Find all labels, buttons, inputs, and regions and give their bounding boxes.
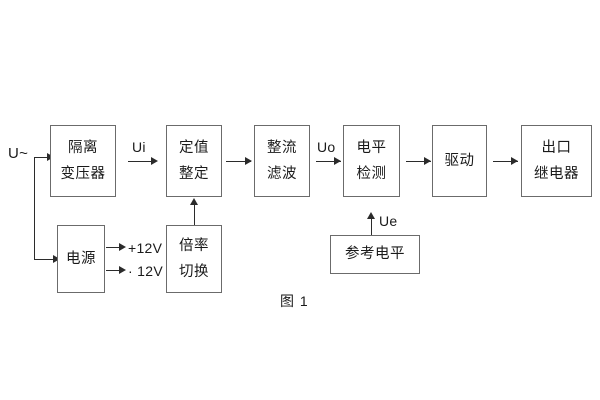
transformer-to-setting-arrow-icon (151, 156, 158, 165)
block-rectify-filter[interactable]: 整流 滤波 (254, 125, 310, 197)
signal-uo-label: Uo (317, 139, 336, 155)
rail-negative-label: · 12V (128, 263, 163, 279)
block-drive-line-1: 驱动 (444, 152, 475, 169)
reference-to-level-arrow-icon (367, 212, 375, 219)
input-source-label: U~ (8, 145, 29, 162)
block-setting-value[interactable]: 定值 整定 (166, 125, 222, 197)
multiplier-to-setting-line (194, 204, 195, 225)
block-setting-value-line-2: 整定 (179, 165, 209, 182)
setting-to-rectify-line (226, 161, 251, 162)
level-to-drive-line (406, 161, 431, 162)
rail-negative-arrow-icon (119, 265, 126, 274)
block-isolation-transformer-line-2: 变压器 (60, 165, 106, 182)
transformer-to-setting-line (128, 161, 154, 162)
block-setting-value-line-1: 定值 (179, 140, 209, 156)
block-rectify-filter-line-2: 滤波 (267, 165, 297, 182)
block-output-relay-line-2: 继电器 (534, 165, 579, 182)
block-level-detection-line-2: 检测 (356, 165, 387, 182)
rail-positive-line (106, 247, 122, 248)
signal-ue-label: Ue (379, 213, 398, 229)
input-trunk-vertical-line (34, 157, 35, 259)
rail-positive-arrow-icon (119, 242, 126, 251)
block-reference-level[interactable]: 参考电平 (330, 235, 420, 274)
block-isolation-transformer-line-1: 隔离 (68, 140, 98, 156)
block-reference-level-line-1: 参考电平 (345, 246, 405, 263)
block-output-relay-line-1: 出口 (541, 140, 572, 156)
rectify-to-level-line (316, 161, 341, 162)
rail-negative-line (106, 270, 122, 271)
block-power-supply-line-1: 电源 (66, 250, 96, 267)
block-rectify-filter-line-1: 整流 (267, 140, 297, 156)
rectify-to-level-arrow-icon (334, 156, 341, 165)
signal-ui-label: Ui (132, 139, 146, 155)
block-output-relay[interactable]: 出口 继电器 (521, 125, 592, 197)
block-power-supply[interactable]: 电源 (57, 225, 105, 293)
level-to-drive-arrow-icon (424, 156, 431, 165)
block-multiplier-switch[interactable]: 倍率 切换 (166, 225, 222, 293)
block-multiplier-switch-line-2: 切换 (179, 263, 209, 280)
input-to-power-supply-line (34, 259, 57, 260)
input-to-transformer-line (34, 157, 50, 158)
block-level-detection-line-1: 电平 (356, 140, 387, 156)
input-to-power-supply-arrow-icon (53, 254, 60, 263)
figure-caption: 图 1 (280, 293, 309, 309)
block-drive[interactable]: 驱动 (432, 125, 487, 197)
drive-to-relay-arrow-icon (511, 156, 518, 165)
setting-to-rectify-arrow-icon (245, 156, 252, 165)
block-isolation-transformer[interactable]: 隔离 变压器 (50, 125, 116, 197)
reference-to-level-line (371, 218, 372, 235)
block-level-detection[interactable]: 电平 检测 (343, 125, 400, 197)
drive-to-relay-line (493, 161, 518, 162)
rail-positive-label: +12V (128, 240, 163, 256)
multiplier-to-setting-arrow-icon (190, 198, 198, 205)
block-multiplier-switch-line-1: 倍率 (179, 238, 209, 254)
